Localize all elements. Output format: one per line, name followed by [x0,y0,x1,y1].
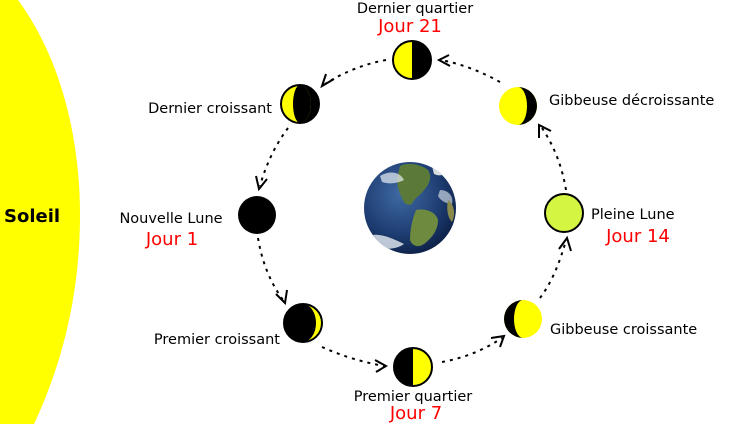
orbit-arrow-gibbous-to-full [539,239,567,299]
moon-gibbeuse-croissante [504,300,542,338]
label-pleine-lune: Pleine Lune [591,207,675,223]
north-america [397,163,431,205]
label-nouvelle-lune: Nouvelle Lune [119,211,222,227]
arrow-head-3 [490,334,506,348]
orbit-arrow-last-quarter-to-crescent [324,59,387,85]
day-pleine-lune: Jour 14 [605,226,670,247]
arrow-head-1 [275,289,288,306]
south-america [410,209,438,247]
greenland [432,165,446,176]
orbit-arrow-full-to-waning-gibbous [541,127,567,191]
arrow-head-7 [320,73,335,89]
orbit-arrows [255,54,572,373]
moon-premier-croissant [283,303,323,343]
cloud-3 [438,190,453,204]
moon-dernier-quartier [392,40,432,80]
label-dernier-quartier: Dernier quartier [357,1,473,17]
earth [364,162,456,254]
label-gibbeuse-croissante: Gibbeuse croissante [550,322,697,338]
arrow-head-6 [436,54,451,67]
moon-nouvelle-lune [238,196,276,234]
day-dernier-quartier: Jour 21 [377,16,442,37]
label-dernier-croissant: Dernier croissant [148,101,272,117]
orbit-arrow-new-to-crescent [257,237,284,301]
arrow-head-4 [558,235,572,252]
label-gibbeuse-decroissante: Gibbeuse décroissante [549,93,714,109]
sun: Soleil [0,0,80,424]
sun-label: Soleil [4,206,60,227]
day-nouvelle-lune: Jour 1 [145,229,198,250]
orbit-arrow-first-quarter-to-gibbous [441,337,503,363]
moon-gibbeuse-decroissante [499,87,537,125]
day-premier-quartier: Jour 7 [389,403,442,424]
arrow-head-5 [538,123,552,138]
moons [238,40,584,387]
orbit-arrow-waning-gibbous-to-last-quarter [440,59,501,83]
arrow-head-2 [374,359,389,373]
moon-premier-quartier [393,347,433,387]
arrow-head-8 [255,175,268,192]
phase-labels: Nouvelle Lune Jour 1 Premier croissant P… [119,1,714,424]
label-premier-quartier: Premier quartier [354,389,473,405]
label-premier-croissant: Premier croissant [154,332,280,348]
orbit-arrow-crescent-to-new [259,127,289,187]
cloud-2 [380,172,404,184]
africa-edge [447,200,455,222]
moon-pleine-lune [544,193,584,233]
orbit-arrow-crescent-to-first-quarter [321,346,385,367]
moon-dernier-croissant [280,84,320,124]
sun-disc [0,0,80,424]
